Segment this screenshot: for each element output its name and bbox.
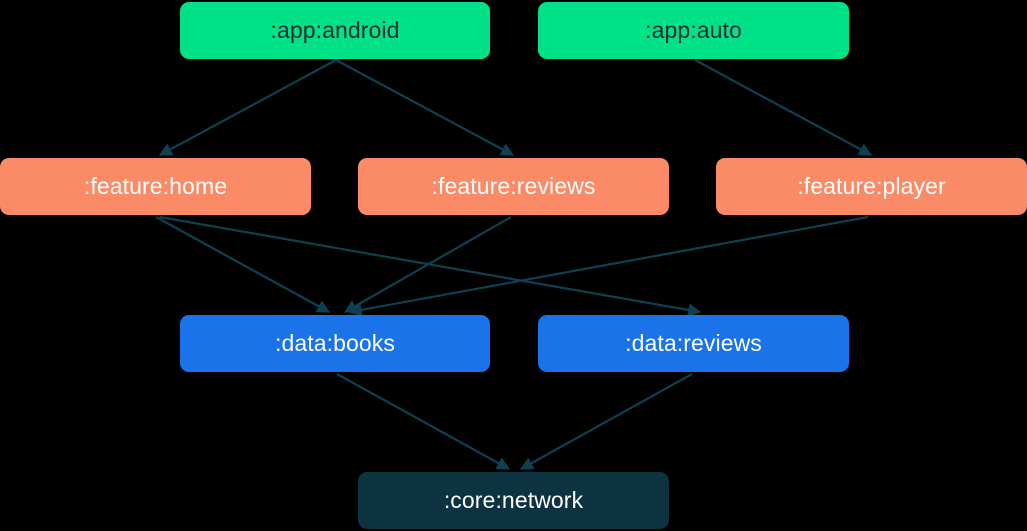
node-core-network[interactable]: :core:network [358,472,669,529]
edge-data-books-to-core-network [336,373,511,470]
edge-feature-home-to-data-reviews [159,215,702,317]
node-label: :app:android [270,17,400,43]
node-data-reviews[interactable]: :data:reviews [538,315,849,372]
node-feature-home[interactable]: :feature:home [0,158,311,215]
node-feature-reviews[interactable]: :feature:reviews [358,158,669,215]
node-feature-player[interactable]: :feature:player [716,158,1027,215]
node-label: :data:books [274,330,396,356]
edge-app-auto-to-feature-player [694,59,873,156]
edge-feature-player-to-data-books [348,215,869,317]
node-label: :core:network [443,487,584,513]
node-data-books[interactable]: :data:books [180,315,490,372]
edge-app-android-to-feature-reviews [335,59,515,156]
edge-feature-home-to-data-books [155,216,331,313]
node-app-auto[interactable]: :app:auto [538,2,849,59]
node-label: :feature:reviews [431,173,596,199]
node-label: :feature:player [797,173,946,199]
node-app-android[interactable]: :app:android [180,2,490,59]
edge-app-android-to-feature-home [158,59,337,156]
node-label: :data:reviews [625,330,762,356]
edge-feature-reviews-to-data-books [343,216,512,313]
edge-data-reviews-to-core-network [519,373,693,470]
node-label: :feature:home [83,173,228,199]
node-label: :app:auto [645,17,742,43]
